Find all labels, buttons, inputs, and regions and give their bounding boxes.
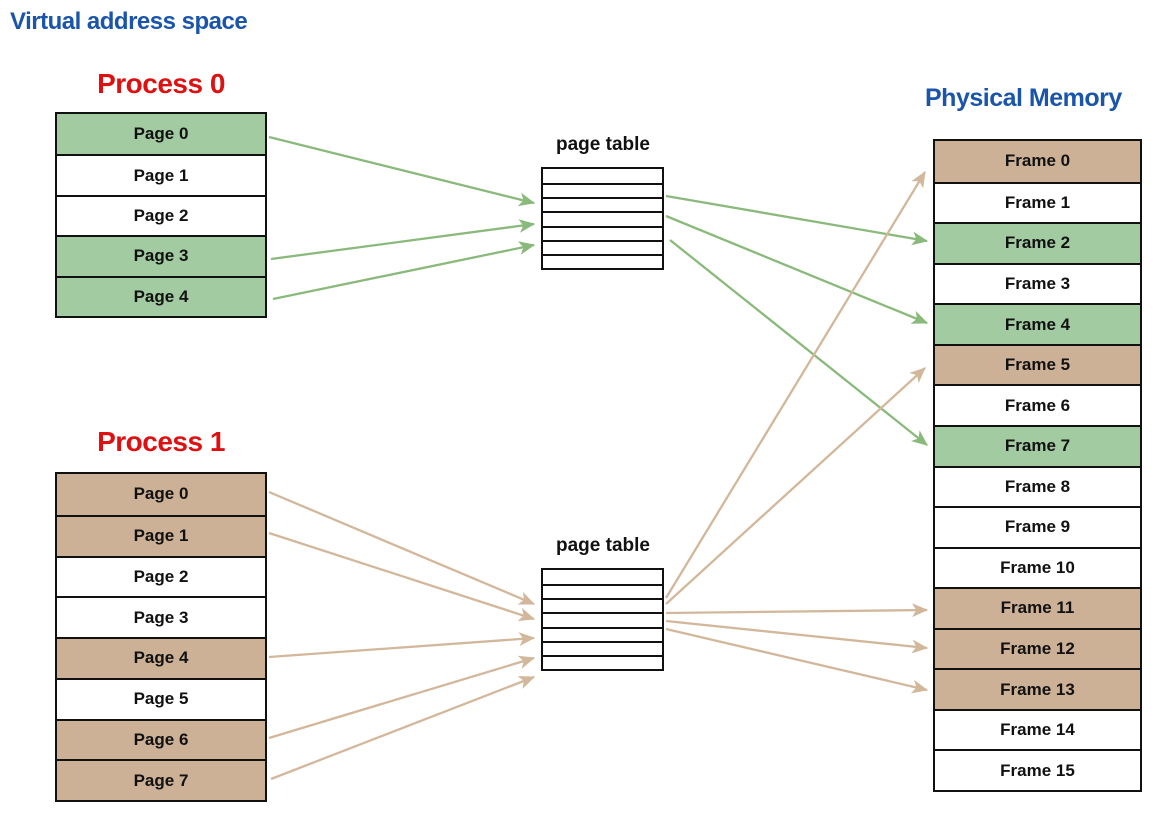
physical-memory-frame-12: Frame 12 [935,627,1140,669]
page-table-2-entry-5 [543,640,662,655]
pagetable2-to-frames-arrow-3 [665,619,929,654]
physical-memory-heading: Physical Memory [925,84,1122,112]
physical-memory-frame-5: Frame 5 [935,343,1140,385]
page-table-1-entry-3 [543,211,662,225]
page-table-1-entry-6 [543,253,662,268]
process1-to-pagetable2-arrow-0 [268,490,536,606]
process1-to-pagetable2-arrow-2 [268,632,536,659]
physical-memory-frame-14: Frame 14 [935,708,1140,750]
page-table-1-label: page table [556,134,650,155]
physical-memory-frame-13: Frame 13 [935,668,1140,709]
process0-page-0: Page 0 [57,114,265,155]
page-table-2-entry-4 [543,626,662,641]
process0-page-1: Page 1 [57,154,265,195]
process0-page-3: Page 3 [57,235,265,276]
page-table-2 [541,568,664,671]
process1-page-3: Page 3 [57,596,265,637]
physical-memory-frame-2: Frame 2 [935,222,1140,263]
pagetable1-to-frames-arrow-0 [665,194,929,246]
process1-to-pagetable2-arrow-3 [268,655,536,740]
page-table-2-label: page table [556,535,650,556]
page-table-2-entry-2 [543,598,662,612]
process1-page-7: Page 7 [57,759,265,800]
process1-to-pagetable2-arrow-1 [268,531,536,621]
process1-page-0: Page 0 [57,474,265,515]
process0-to-pagetable1-arrow-0 [268,135,536,207]
physical-memory-frame-1: Frame 1 [935,181,1140,223]
pagetable1-to-frames-arrow-2 [669,239,928,446]
page-table-1-entry-4 [543,225,662,240]
physical-memory-frame-0: Frame 0 [935,141,1140,182]
pagetable1-to-frames-arrow-1 [665,214,929,325]
physical-memory-frame-6: Frame 6 [935,384,1140,425]
process1-page-2: Page 2 [57,555,265,597]
process1-heading: Process 1 [97,426,225,457]
process0-to-pagetable1-arrow-2 [272,241,536,301]
physical-memory-frame-11: Frame 11 [935,587,1140,628]
page-table-1-entry-1 [543,183,662,197]
process1-page-5: Page 5 [57,677,265,719]
process1-page-6: Page 6 [57,718,265,760]
process0-page-2: Page 2 [57,194,265,236]
process0-page-4: Page 4 [57,275,265,316]
pagetable2-to-frames-arrow-0 [665,171,926,599]
page-table-1-entry-2 [543,197,662,211]
page-table-2-entry-1 [543,584,662,598]
page-table-1 [541,167,664,270]
pagetable2-to-frames-arrow-4 [665,627,929,694]
physical-memory-frame-8: Frame 8 [935,465,1140,507]
physical-memory-frame-9: Frame 9 [935,506,1140,547]
virtual-address-space-title: Virtual address space [10,8,248,35]
process0-heading: Process 0 [97,68,225,99]
physical-memory-frame-15: Frame 15 [935,749,1140,790]
pagetable2-to-frames-arrow-2 [665,603,929,618]
physical-memory-frame-4: Frame 4 [935,303,1140,344]
process1-page-1: Page 1 [57,514,265,556]
physical-memory-frame-7: Frame 7 [935,424,1140,466]
physical-memory-frame-3: Frame 3 [935,262,1140,304]
page-table-2-entry-3 [543,612,662,626]
page-table-2-entry-6 [543,654,662,669]
physical-memory-frame-10: Frame 10 [935,546,1140,588]
page-table-1-entry-0 [543,169,662,183]
process1-page-4: Page 4 [57,637,265,678]
process0-to-pagetable1-arrow-1 [270,219,536,261]
page-table-1-entry-5 [543,239,662,254]
process1-to-pagetable2-arrow-4 [270,675,536,781]
page-table-2-entry-0 [543,570,662,584]
pagetable2-to-frames-arrow-1 [665,367,926,605]
